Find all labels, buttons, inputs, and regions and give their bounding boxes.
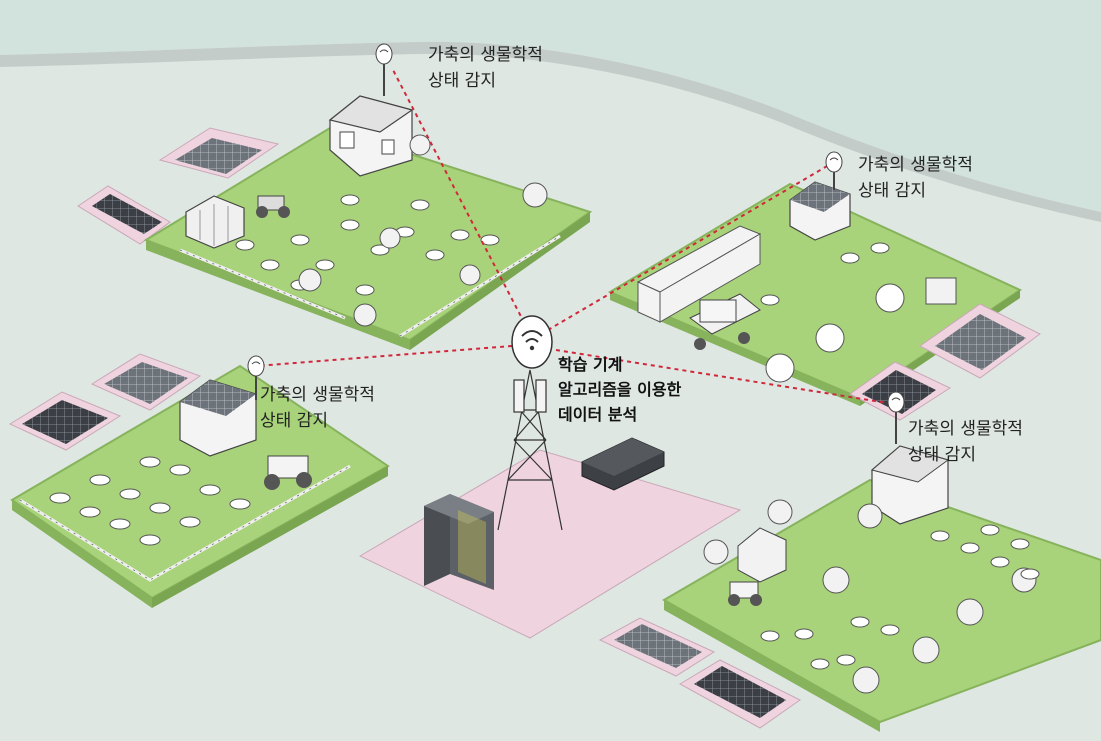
cow-icon	[49, 456, 251, 546]
farm-bottom-right	[598, 445, 1101, 732]
network-links	[255, 67, 895, 405]
farm-top-left	[77, 95, 593, 350]
greenhouse-icon	[737, 527, 787, 583]
sensor-node-right	[887, 391, 905, 444]
solar-panel-icon	[22, 400, 108, 444]
farm-top-right	[607, 181, 1041, 421]
wifi-icon	[887, 391, 905, 413]
sensor-label-left: 가축의 생물학적 상태 감지	[260, 382, 375, 434]
sensor-label-line2: 상태 감지	[260, 411, 328, 431]
sensor-node-top-left	[375, 43, 393, 96]
solar-panel-icon	[862, 370, 936, 414]
solar-panel-icon	[694, 666, 786, 718]
analysis-label-line3: 데이터 분석	[558, 405, 638, 424]
solar-panel-icon	[935, 314, 1026, 370]
link-to-left	[255, 345, 513, 367]
data-center-pad	[358, 369, 742, 639]
wifi-icon	[375, 43, 393, 65]
sensor-node-top-right	[825, 151, 843, 190]
sensor-label-top-left: 가축의 생물학적 상태 감지	[428, 42, 543, 94]
wifi-icon	[511, 315, 553, 369]
river-edge	[0, 41, 1101, 222]
tree-icon	[298, 134, 548, 327]
sensor-label-line2: 상태 감지	[858, 181, 926, 201]
solar-panel-icon	[92, 194, 162, 234]
link-to-right	[555, 349, 895, 405]
link-to-top-left	[391, 67, 529, 331]
sensor-label-top-right: 가축의 생물학적 상태 감지	[858, 152, 973, 204]
tractor-icon	[728, 581, 762, 606]
cow-icon	[760, 524, 1040, 670]
sensor-label-right: 가축의 생물학적 상태 감지	[908, 416, 1023, 468]
sensor-label-line1: 가축의 생물학적	[260, 385, 375, 405]
solar-panel-icon	[614, 624, 702, 668]
wifi-icon	[825, 151, 843, 173]
sensor-label-line2: 상태 감지	[428, 71, 496, 91]
cell-tower-icon	[497, 369, 563, 531]
sensor-label-line2: 상태 감지	[908, 445, 976, 465]
barn-icon	[179, 379, 257, 457]
tractor-icon	[264, 455, 312, 490]
analysis-label-line2: 알고리즘을 이용한	[558, 380, 682, 399]
solar-panel-icon	[104, 362, 188, 404]
greenhouse-icon	[185, 195, 245, 249]
wifi-icon	[247, 355, 265, 377]
sensor-node-left	[247, 355, 265, 400]
greenhouse-icon	[636, 225, 762, 323]
server-rack-icon	[424, 494, 494, 590]
barn-icon	[870, 445, 950, 525]
cow-icon	[760, 242, 905, 383]
tractor-icon	[689, 293, 761, 350]
analysis-label-line1: 학습 기계	[558, 355, 623, 374]
tractor-icon	[256, 195, 290, 218]
network-switch-icon	[581, 437, 665, 491]
sensor-label-line1: 가축의 생물학적	[908, 419, 1023, 439]
sensor-label-line1: 가축의 생물학적	[428, 45, 543, 65]
hay-bales	[925, 277, 957, 305]
farm-bottom-left	[8, 353, 390, 608]
analysis-label: 학습 기계 알고리즘을 이용한 데이터 분석	[558, 352, 681, 427]
cow-icon	[235, 194, 500, 296]
river	[0, 0, 1101, 212]
barn-icon	[328, 95, 414, 177]
solar-panel-icon	[175, 138, 262, 174]
sensor-label-line1: 가축의 생물학적	[858, 155, 973, 175]
